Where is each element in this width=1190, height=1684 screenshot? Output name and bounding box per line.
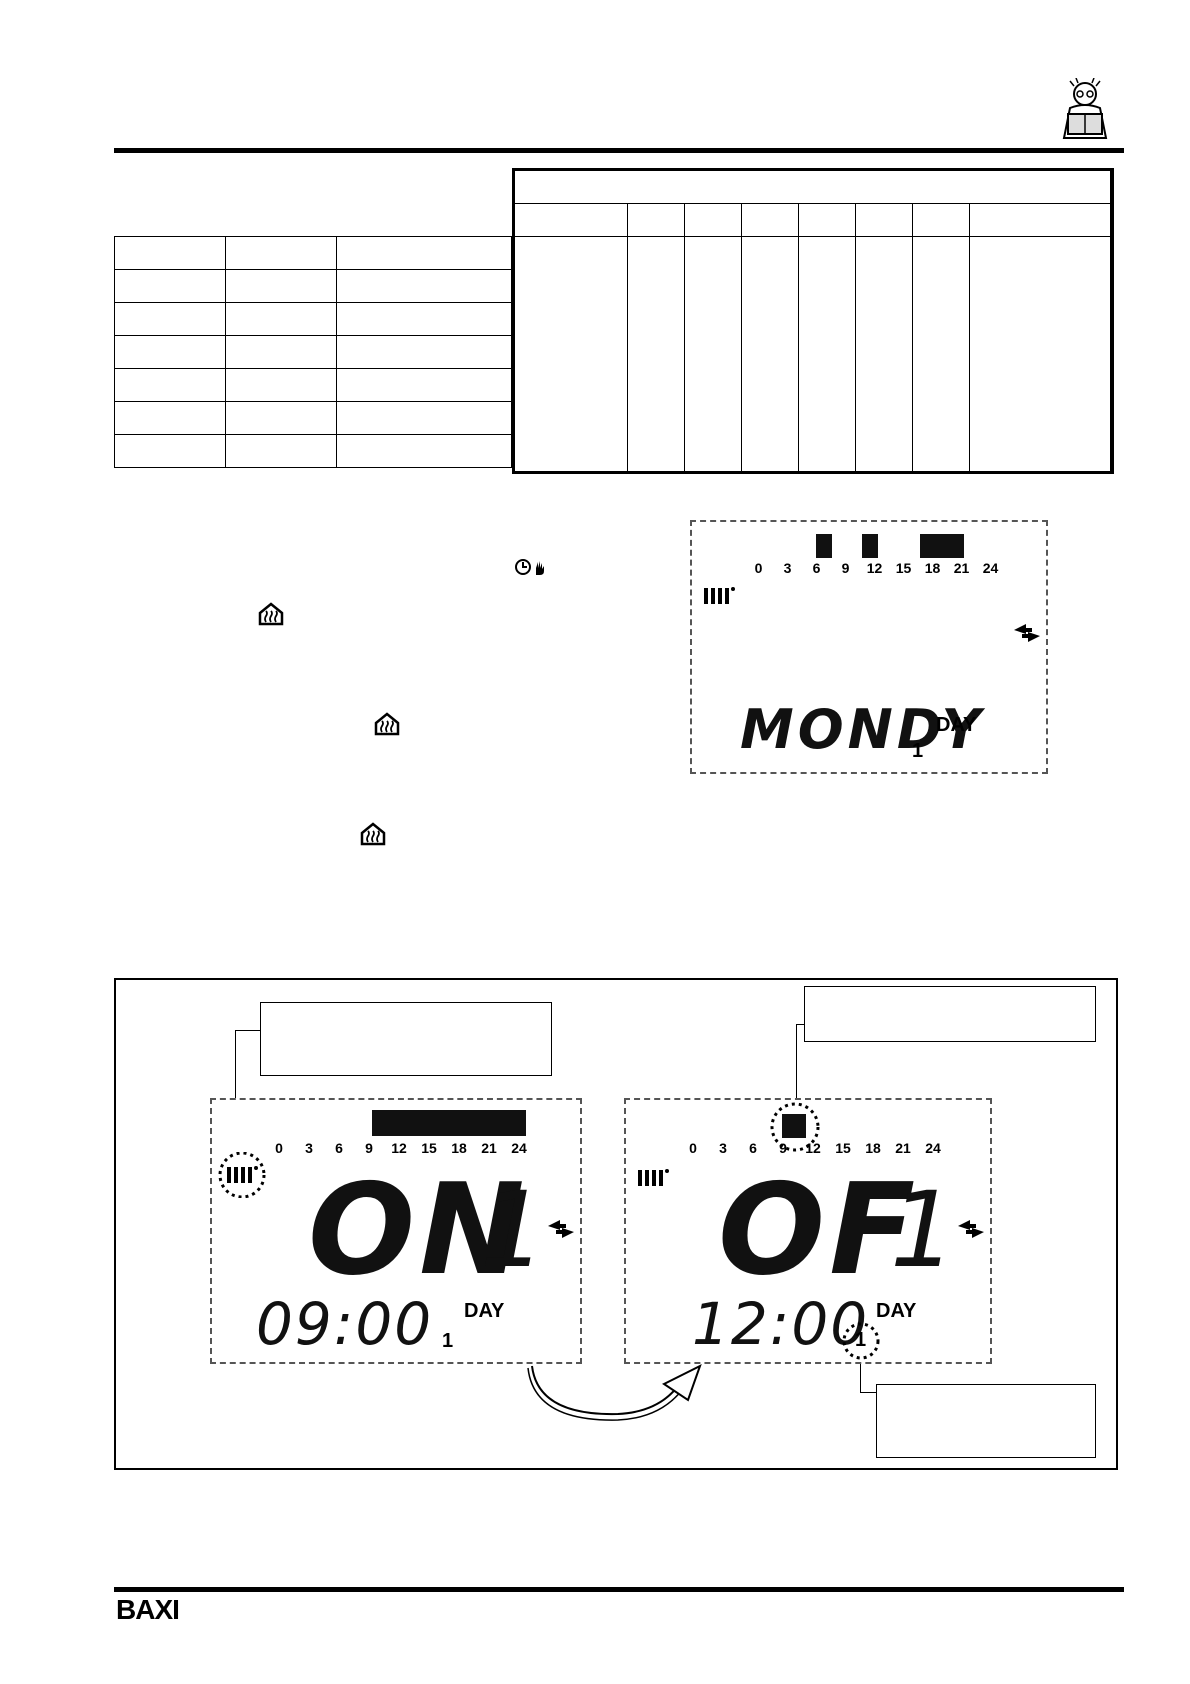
- hour-tick: 12: [805, 1140, 821, 1156]
- leader-line: [235, 1030, 236, 1140]
- day-number: 1: [912, 740, 924, 762]
- radiator-icon: [704, 587, 735, 604]
- highlight-circle-icon: [842, 1322, 880, 1360]
- clock-hand-icon: [515, 559, 544, 575]
- lcd-on-display: 0 3 6 9 12 15 18 21 24 ON 1 09:00 DAY 1: [210, 1098, 582, 1364]
- hour-tick: 18: [451, 1140, 467, 1156]
- curved-arrow-icon: [527, 1363, 702, 1421]
- hour-tick: 6: [812, 560, 821, 576]
- hour-tick: 15: [421, 1140, 437, 1156]
- hour-tick: 21: [481, 1140, 497, 1156]
- hour-tick: 24: [511, 1140, 527, 1156]
- hour-tick: 3: [783, 560, 792, 576]
- arrows-icon: [958, 1220, 984, 1238]
- hour-tick: 24: [925, 1140, 941, 1156]
- hour-tick: 24: [982, 560, 999, 576]
- header-rule: [114, 148, 1124, 153]
- program-table-right: [512, 168, 1114, 474]
- program-bar-segment: [862, 534, 878, 558]
- callout-box-heating: [260, 1002, 552, 1076]
- lcd-off-display: 0 3 6 9 12 15 18 21 24 OF 1 12:00 DAY 1: [624, 1098, 992, 1364]
- hour-tick: 9: [779, 1140, 787, 1156]
- program-number: 1: [480, 1169, 551, 1291]
- hour-tick: 0: [275, 1140, 283, 1156]
- heating-house-icon: [258, 602, 284, 626]
- mode-text: ON: [308, 1156, 529, 1303]
- leader-line: [860, 1352, 861, 1392]
- heating-house-icon: [374, 712, 400, 736]
- hour-tick: 9: [365, 1140, 373, 1156]
- hour-tick: 18: [924, 560, 941, 576]
- leader-line: [235, 1030, 261, 1031]
- hour-tick: 0: [689, 1140, 697, 1156]
- lcd-day-display: 0 3 6 9 12 15 18 21 24 MONDY 1 DAY: [690, 520, 1048, 774]
- program-bar-segment: [920, 534, 964, 558]
- hour-tick: 0: [754, 560, 763, 576]
- hour-tick: 6: [749, 1140, 757, 1156]
- hour-tick: 3: [719, 1140, 727, 1156]
- hour-scale: 0 3 6 9 12 15 18 21 24: [744, 560, 1005, 576]
- hour-tick: 3: [305, 1140, 313, 1156]
- program-number: 1: [890, 1169, 961, 1291]
- program-figure: 0 3 6 9 12 15 18 21 24 ON 1 09:00 DAY 1 0 3 6 9 12 15…: [114, 978, 1118, 1470]
- hour-tick: 15: [895, 560, 912, 576]
- hour-tick: 12: [391, 1140, 407, 1156]
- hour-tick: 21: [953, 560, 970, 576]
- day-number: 1: [442, 1330, 454, 1352]
- hour-tick: 12: [866, 560, 883, 576]
- hour-tick: 9: [841, 560, 850, 576]
- radiator-icon: [638, 1169, 669, 1186]
- time-display: 09:00: [256, 1290, 434, 1358]
- brand-logo: BAXI: [116, 1594, 180, 1625]
- day-label: DAY: [464, 1300, 505, 1322]
- mascot-reading-icon: [1062, 78, 1108, 139]
- day-name-text: MONDY: [740, 698, 985, 761]
- leader-line: [796, 1024, 797, 1118]
- day-label: DAY: [936, 714, 977, 736]
- leader-line: [796, 1024, 804, 1025]
- callout-box-day: [876, 1384, 1096, 1458]
- program-table-left: [114, 236, 512, 468]
- hour-tick: 18: [865, 1140, 881, 1156]
- mode-text: OF: [718, 1156, 920, 1303]
- leader-line: [860, 1392, 876, 1393]
- heating-house-icon: [360, 822, 386, 846]
- footer-rule: [114, 1587, 1124, 1592]
- program-bar-segment: [372, 1110, 526, 1136]
- highlight-circle-icon: [770, 1102, 820, 1152]
- day-number: 1: [855, 1329, 867, 1351]
- hour-tick: 15: [835, 1140, 851, 1156]
- hour-scale: 0 3 6 9 12 15 18 21 24: [264, 1140, 534, 1156]
- callout-box-program-bar: [804, 986, 1096, 1042]
- hour-tick: 21: [895, 1140, 911, 1156]
- program-bar-segment: [816, 534, 832, 558]
- hour-tick: 6: [335, 1140, 343, 1156]
- hour-scale: 0 3 6 9 12 15 18 21 24: [678, 1140, 948, 1156]
- arrows-icon: [548, 1220, 574, 1238]
- program-bar-segment: [782, 1114, 806, 1138]
- day-label: DAY: [876, 1300, 917, 1322]
- radiator-icon: [218, 1152, 266, 1198]
- arrows-icon: [1014, 624, 1040, 642]
- time-display: 12:00: [692, 1290, 870, 1358]
